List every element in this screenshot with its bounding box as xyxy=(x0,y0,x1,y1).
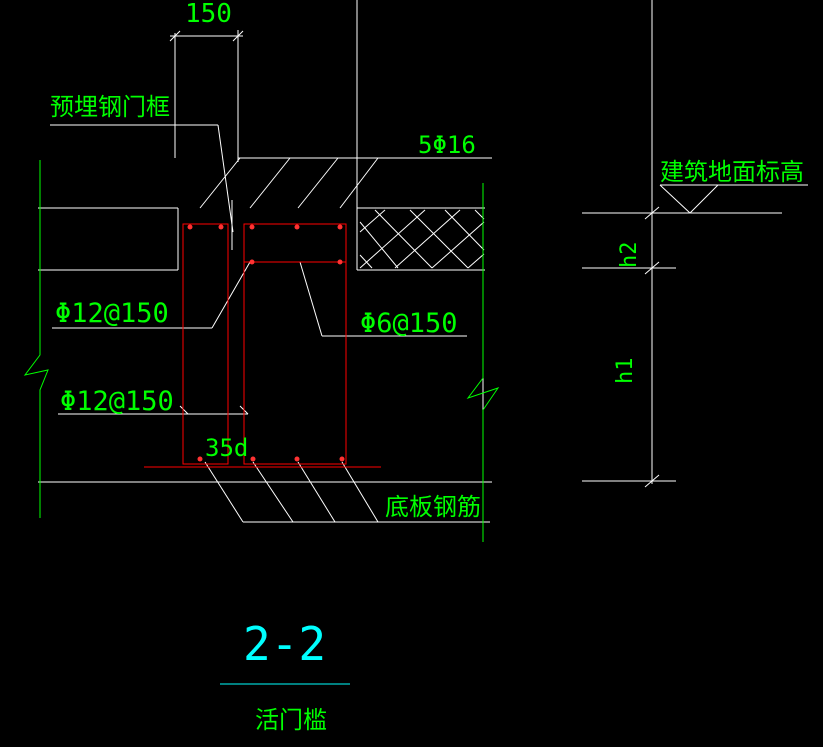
section-title: 活门槛 xyxy=(255,706,327,734)
stirrup-left-label: Φ12@150 xyxy=(55,298,169,329)
dim-150: 150 xyxy=(185,0,232,29)
anchorage-label: 35d xyxy=(205,434,248,462)
bar-lower-label: Φ12@150 xyxy=(60,386,174,417)
top-bars-label: 5Φ16 xyxy=(418,131,476,159)
rebar-cage xyxy=(144,223,381,468)
bottom-slab-label: 底板钢筋 xyxy=(385,493,481,521)
annotations: 150 预埋钢门框 5Φ16 建筑地面标高 Φ12@150 Φ6@150 Φ12… xyxy=(50,0,804,734)
green-linework xyxy=(23,160,500,542)
stirrup-mid-label: Φ6@150 xyxy=(360,308,458,339)
floor-elevation-label: 建筑地面标高 xyxy=(660,158,804,186)
rebar-dots xyxy=(187,224,345,462)
h1-label: h1 xyxy=(613,358,638,385)
h2-label: h2 xyxy=(617,242,642,269)
embedded-frame-label: 预埋钢门框 xyxy=(50,93,170,121)
section-id: 2-2 xyxy=(243,617,326,671)
